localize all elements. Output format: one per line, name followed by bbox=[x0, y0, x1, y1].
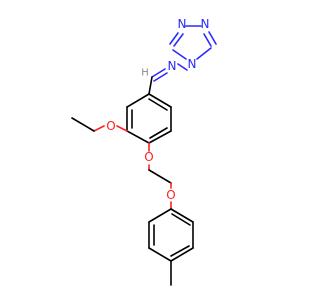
atom-labels: N N N N H O O O bbox=[106, 17, 209, 202]
ethoxy-group bbox=[71, 117, 128, 132]
bond-ethoxy-ch2-ch3 bbox=[71, 117, 95, 132]
bond-ring2-a bbox=[170, 208, 194, 223]
bond-ring2-a-double bbox=[171, 213, 191, 226]
molecule-canvas: N N N N H O O O bbox=[71, 17, 217, 286]
bond-ring2-f bbox=[148, 208, 172, 223]
atom-n1: N bbox=[178, 17, 187, 31]
triazole-ring bbox=[169, 25, 217, 71]
bond-c3-n4 bbox=[196, 47, 212, 60]
atom-o-ether1: O bbox=[144, 150, 153, 164]
bond-c5-n4 bbox=[172, 49, 187, 60]
bond-ring1-a bbox=[126, 93, 150, 108]
imine-linker bbox=[148, 68, 168, 95]
atom-o-ethoxy: O bbox=[106, 119, 115, 133]
bond-n4-n-imine bbox=[177, 63, 188, 71]
bond-c5-n1-double bbox=[169, 32, 179, 45]
bond-ring2-c bbox=[170, 247, 194, 262]
bond-ch-aryl bbox=[148, 76, 153, 95]
ether-chain bbox=[148, 142, 172, 210]
bond-ring-o-ethoxy bbox=[116, 125, 128, 132]
bond-ring2-d bbox=[148, 247, 172, 262]
bond-o-ethoxy-ch2 bbox=[93, 125, 105, 132]
bond-ring1-f-double bbox=[148, 98, 168, 111]
bond-n2-c3 bbox=[203, 33, 212, 47]
bond-ring1-d bbox=[148, 130, 172, 144]
bond-ring2-c-double bbox=[170, 245, 190, 257]
bond-n-imine-ch bbox=[151, 68, 166, 78]
bond-n-imine-ch-double bbox=[153, 72, 168, 82]
atom-n2: N bbox=[201, 17, 210, 31]
atom-n-imine: N bbox=[168, 59, 177, 73]
atom-n4: N bbox=[188, 57, 197, 71]
bond-ch2-ch2 bbox=[148, 169, 172, 184]
bond-ring1-c bbox=[126, 130, 150, 144]
bond-n1-c5 bbox=[173, 33, 184, 47]
bond-c3-n2-double bbox=[208, 31, 217, 45]
central-benzene-ring bbox=[126, 93, 172, 144]
atom-o-ether2: O bbox=[166, 188, 175, 202]
bond-ring1-d-double bbox=[149, 127, 168, 139]
structure-diagram: N N N N H O O O bbox=[71, 17, 217, 286]
tolyl-ring bbox=[148, 208, 194, 286]
atom-h-imine: H bbox=[141, 68, 149, 79]
bond-ring1-f bbox=[148, 93, 172, 108]
